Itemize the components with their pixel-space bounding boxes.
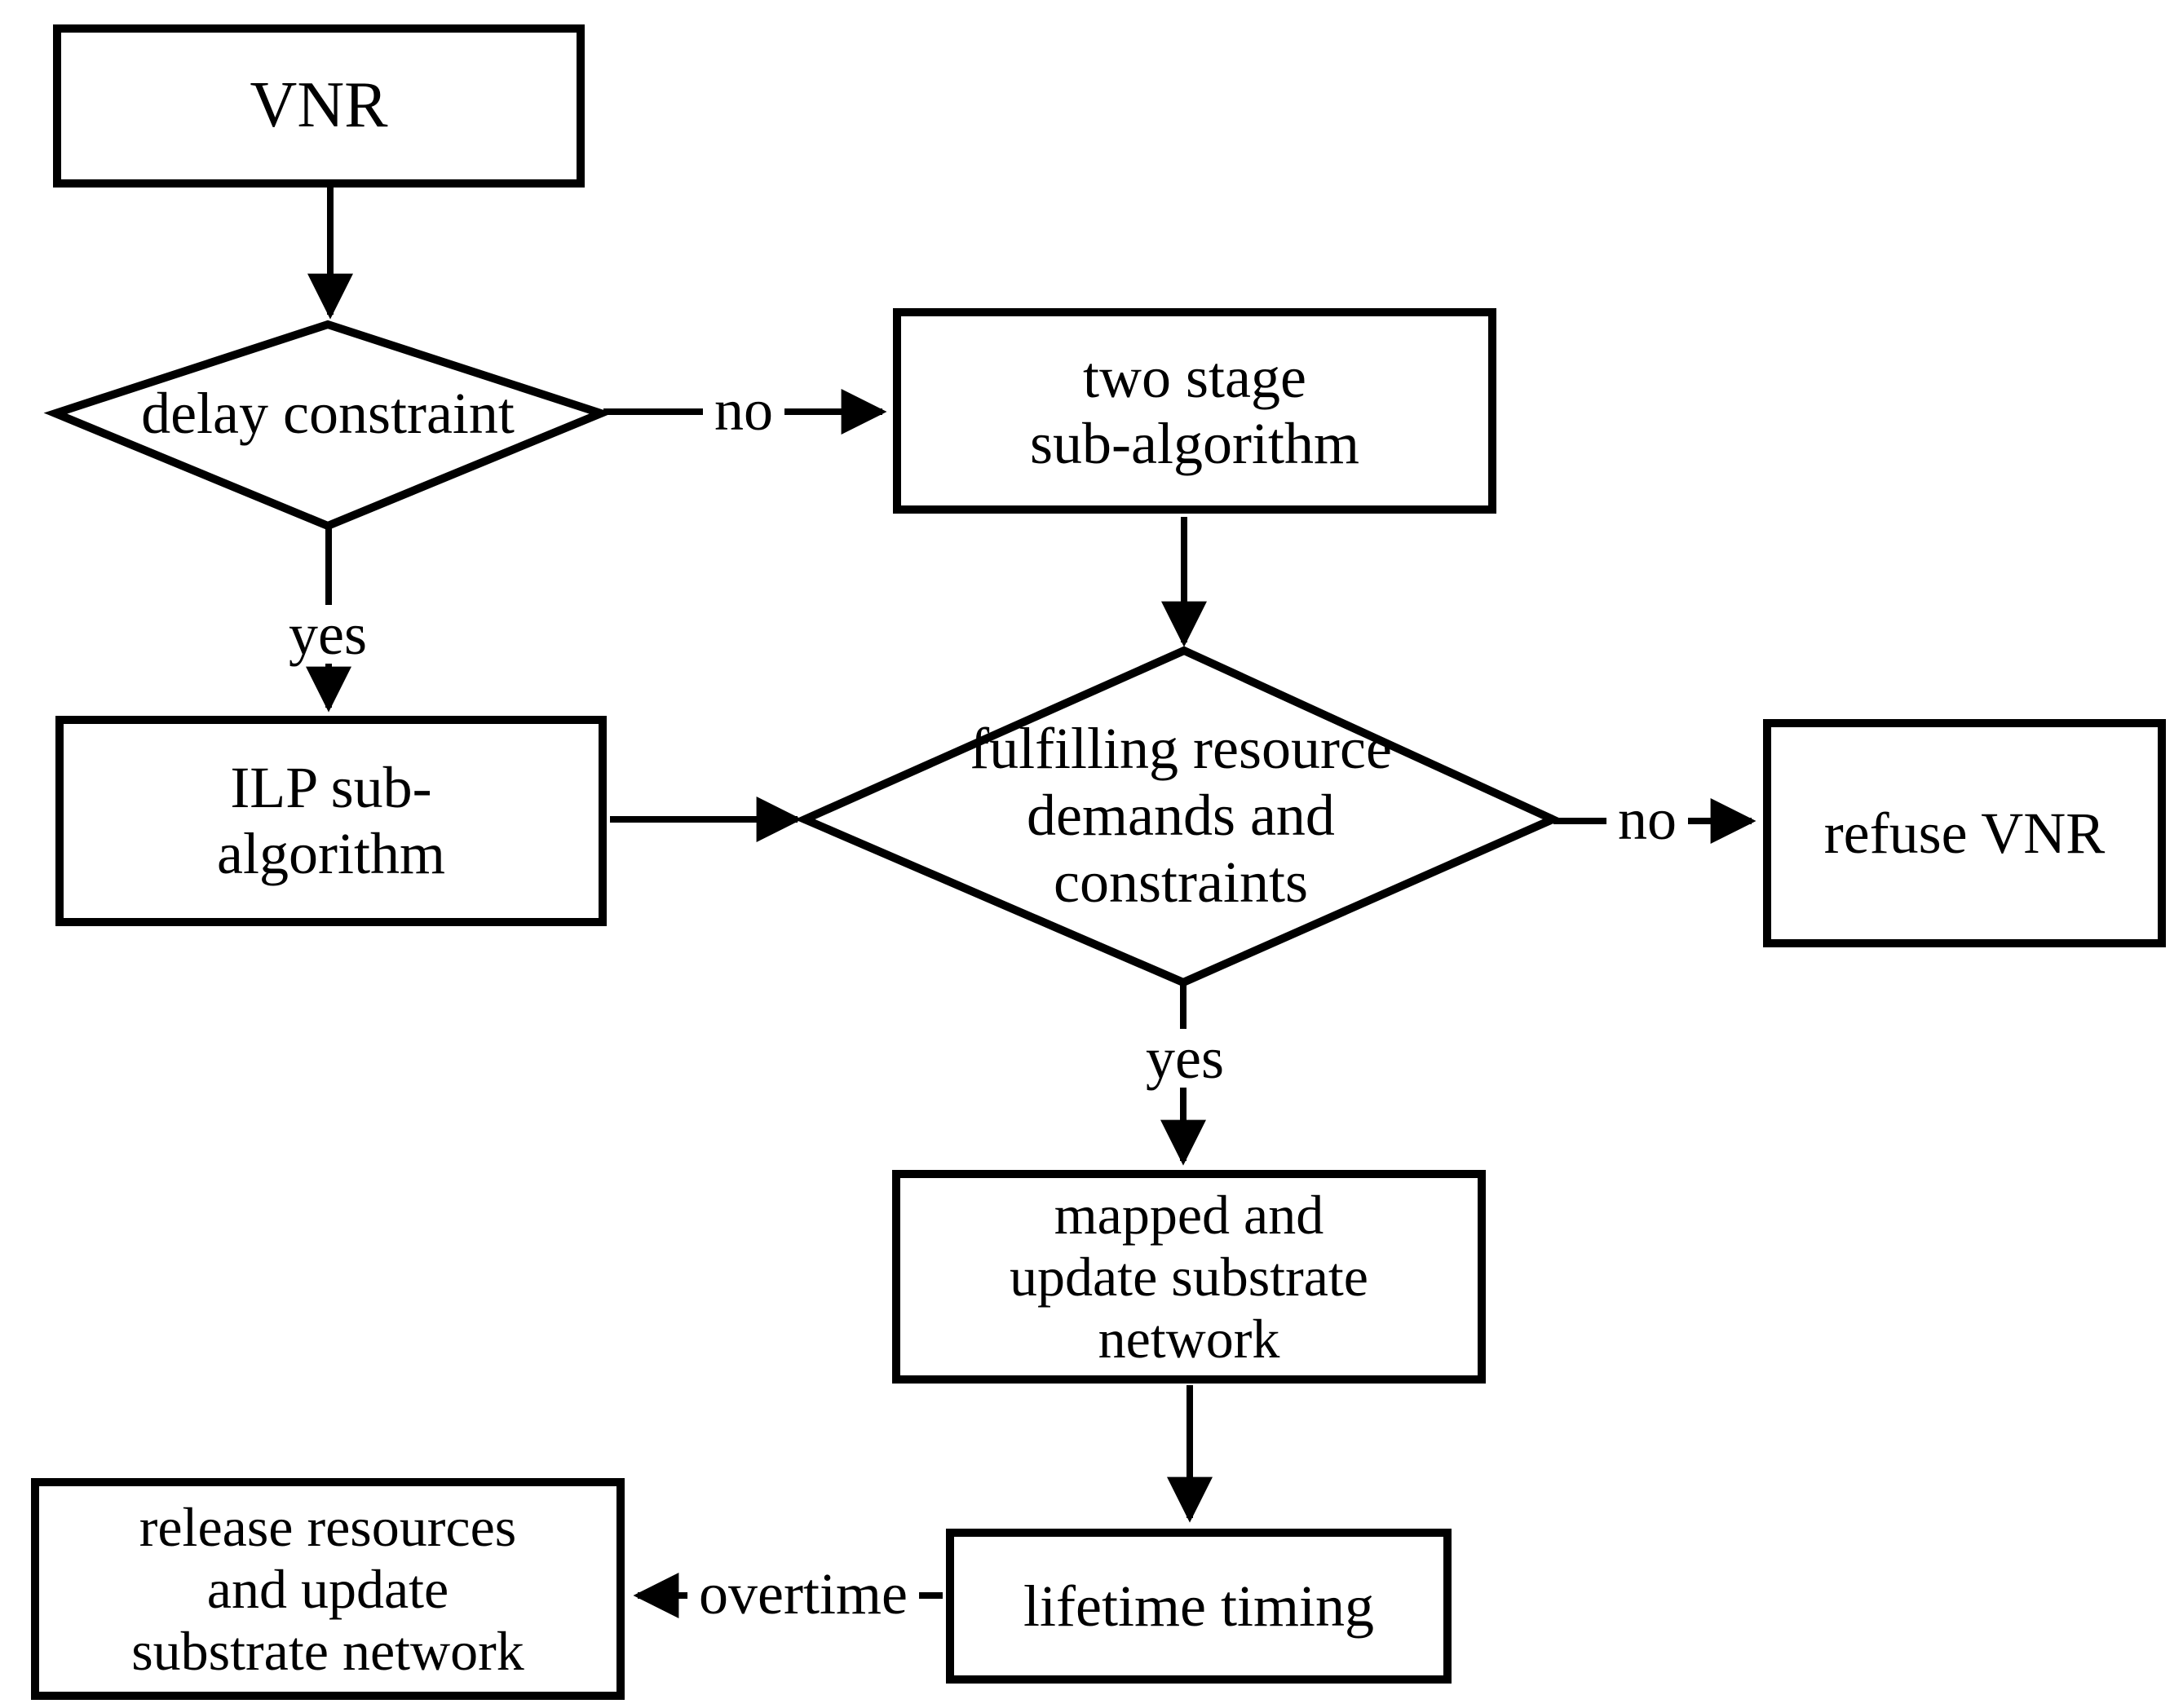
node-two-stage-sub-algorithm: two stage sub-algorithm [893, 308, 1496, 514]
edge-label-fulfill-no: no [1606, 790, 1688, 849]
edge-label-delay-yes: yes [277, 605, 378, 664]
node-lifetime-timing: lifetime timing [946, 1529, 1452, 1684]
label-delay-constraint: delay constraint [141, 380, 515, 446]
node-refuse-vnr: refuse VNR [1763, 719, 2166, 947]
edge-label-fulfill-yes: yes [1134, 1029, 1235, 1088]
node-release-resources-update-substrate-network: release resources and update substrate n… [31, 1478, 625, 1700]
edge-label-delay-no: no [703, 381, 784, 439]
edge-label-overtime: overtime [687, 1565, 919, 1623]
node-mapped-update-substrate-network: mapped and update substrate network [892, 1170, 1486, 1384]
node-vnr: VNR [53, 24, 585, 188]
node-ilp-sub-algorithm: ILP sub- algorithm [55, 716, 607, 926]
label-fulfilling-resource: fulfilling resource demands and constrai… [970, 715, 1392, 916]
